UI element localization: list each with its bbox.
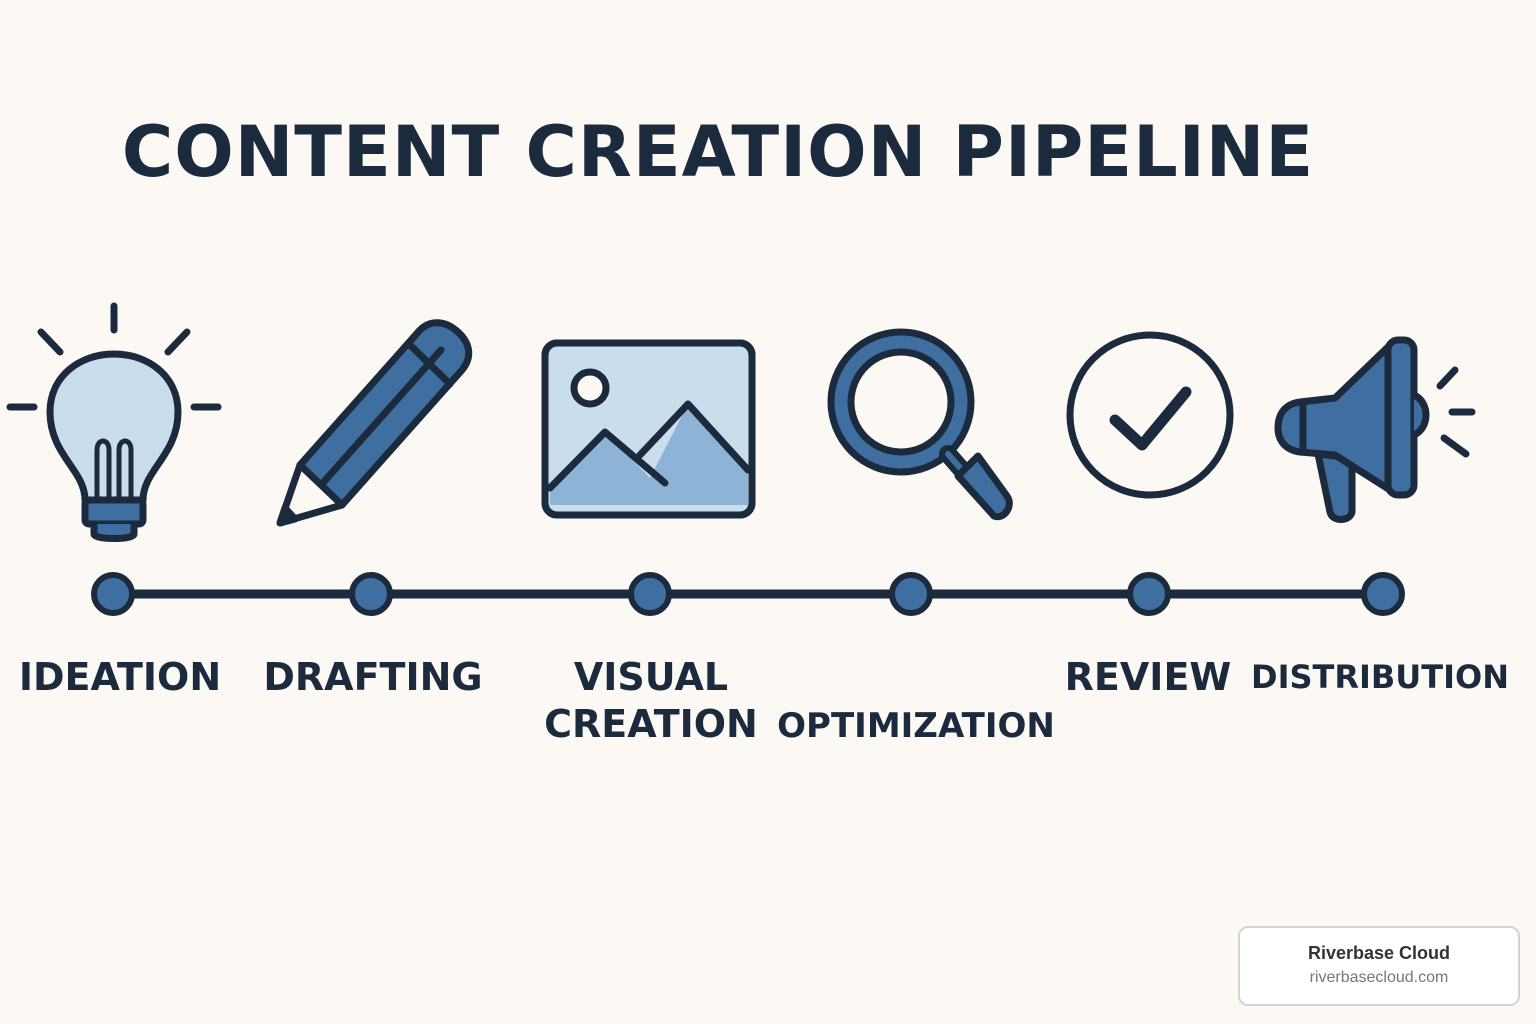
stage-label-drafting: DRAFTING [263, 655, 482, 699]
timeline-node [889, 572, 933, 616]
timeline-node [91, 572, 135, 616]
checkmark-circle-icon [1066, 331, 1234, 499]
stage-label-review: REVIEW [1065, 655, 1232, 699]
timeline-node [349, 572, 393, 616]
timeline-node [1361, 572, 1405, 616]
image-icon [541, 339, 756, 519]
timeline-node [1127, 572, 1171, 616]
watermark-badge: Riverbase Cloud riverbasecloud.com [1238, 926, 1520, 1006]
stage-label-creation: CREATION [544, 702, 758, 746]
stage-label-distribution: DISTRIBUTION [1251, 658, 1509, 696]
timeline-node [628, 572, 672, 616]
watermark-name: Riverbase Cloud [1307, 943, 1451, 963]
megaphone-icon [1274, 336, 1476, 523]
diagram-title: CONTENT CREATION PIPELINE [122, 111, 1314, 193]
stage-label-optimization: OPTIMIZATION [777, 706, 1055, 746]
stage-labels: IDEATION DRAFTING VISUAL CREATION OPTIMI… [19, 655, 1509, 746]
stage-label-ideation: IDEATION [19, 655, 221, 699]
watermark-url: riverbasecloud.com [1309, 969, 1449, 986]
pencil-icon [276, 319, 473, 527]
lightbulb-icon [6, 302, 222, 542]
magnifier-icon [827, 328, 1013, 521]
stage-label-visual: VISUAL [574, 655, 728, 699]
timeline-nodes [91, 572, 1405, 616]
